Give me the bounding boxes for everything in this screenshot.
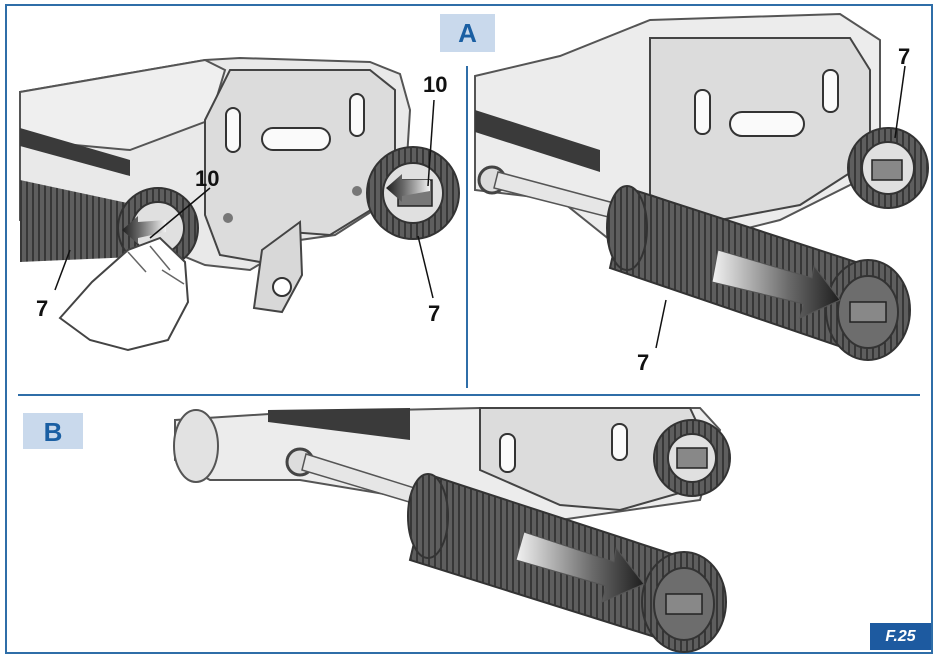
figure-id-badge: F.25 (870, 623, 931, 650)
panel-a-left-illustration (19, 56, 460, 352)
panel-divider-vertical (466, 66, 468, 388)
panel-divider-horizontal (18, 394, 920, 396)
callout-7-lower: 7 (637, 350, 650, 375)
callout-7-upper-right: 7 (898, 44, 911, 69)
section-label-a: A (440, 14, 495, 52)
callout-10-mid: 10 (195, 166, 220, 191)
callout-10-top: 10 (423, 72, 448, 97)
panel-b-illustration (173, 407, 731, 653)
section-label-b: B (23, 413, 83, 449)
callout-7-left: 7 (36, 296, 49, 321)
panel-a-right-illustration (474, 12, 929, 361)
callout-7-right: 7 (428, 301, 441, 326)
